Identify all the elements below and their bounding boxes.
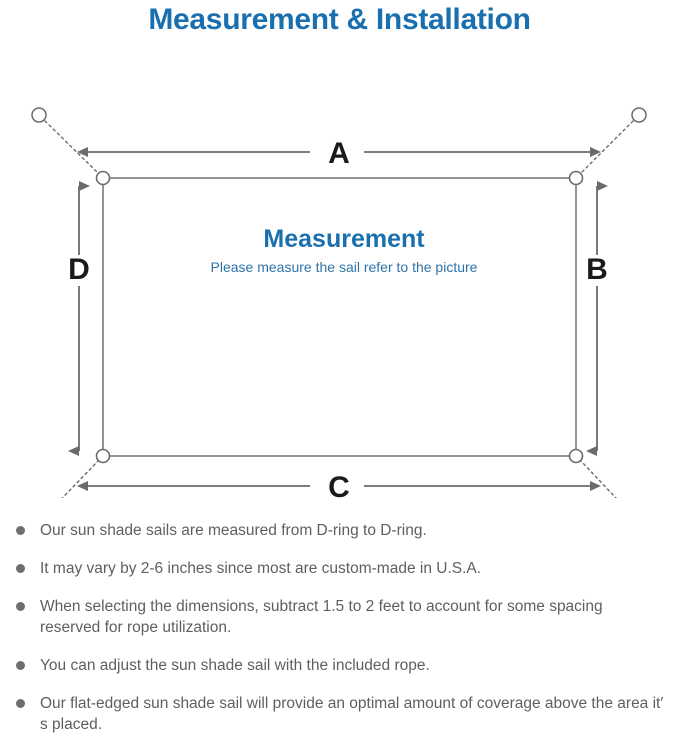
bullet-dot-icon xyxy=(16,699,25,708)
page-title: Measurement & Installation xyxy=(148,3,531,36)
anchor-circle-icon-top-right xyxy=(631,107,647,123)
bullet-dot-icon xyxy=(16,602,25,611)
sail-measurement-diagram: A C D B Measurement Please measure the s… xyxy=(31,107,647,498)
list-item: You can adjust the sun shade sail with t… xyxy=(14,655,665,676)
bullet-dot-icon xyxy=(16,526,25,535)
d-ring-icon-bottom-left xyxy=(95,448,111,464)
diagram-center-title: Measurement xyxy=(263,225,425,253)
diagram-container: A C D B Measurement Please measure the s… xyxy=(0,38,679,498)
dimension-label-d: D xyxy=(68,253,90,286)
list-item: It may vary by 2-6 inches since most are… xyxy=(14,558,665,579)
dimension-c: C xyxy=(77,471,601,498)
list-item: When selecting the dimensions, subtract … xyxy=(14,596,665,638)
list-item-text: Our sun shade sails are measured from D-… xyxy=(40,522,427,539)
list-item: Our sun shade sails are measured from D-… xyxy=(14,520,665,541)
d-ring-icon-top-left xyxy=(95,170,111,186)
anchor-circle-icon-top-left xyxy=(31,107,47,123)
list-item: Our flat-edged sun shade sail will provi… xyxy=(14,693,665,735)
list-item-text: Our flat-edged sun shade sail will provi… xyxy=(40,695,664,733)
d-ring-icon-bottom-right xyxy=(568,448,584,464)
bullet-dot-icon xyxy=(16,661,25,670)
dotted-rope-line-icon-top-right xyxy=(580,120,634,174)
list-item-text: You can adjust the sun shade sail with t… xyxy=(40,657,430,674)
diagram-center-subtitle: Please measure the sail refer to the pic… xyxy=(211,259,478,275)
dimension-b: B xyxy=(586,181,608,456)
notes-list: Our sun shade sails are measured from D-… xyxy=(0,520,679,752)
dimension-a: A xyxy=(77,137,601,170)
dimension-label-c: C xyxy=(328,471,350,498)
sail-body xyxy=(102,177,577,457)
list-item-text: It may vary by 2-6 inches since most are… xyxy=(40,560,482,577)
dimension-label-b: B xyxy=(586,253,608,286)
list-item-text: When selecting the dimensions, subtract … xyxy=(40,598,603,636)
dotted-rope-line-icon-bottom-left xyxy=(61,460,99,498)
dimension-label-a: A xyxy=(328,137,350,170)
dotted-rope-line-icon-bottom-right xyxy=(580,460,617,498)
dotted-rope-line-icon-top-left xyxy=(44,120,99,174)
d-ring-icon-top-right xyxy=(568,170,584,186)
bullet-dot-icon xyxy=(16,564,25,573)
dimension-d: D xyxy=(68,181,90,456)
